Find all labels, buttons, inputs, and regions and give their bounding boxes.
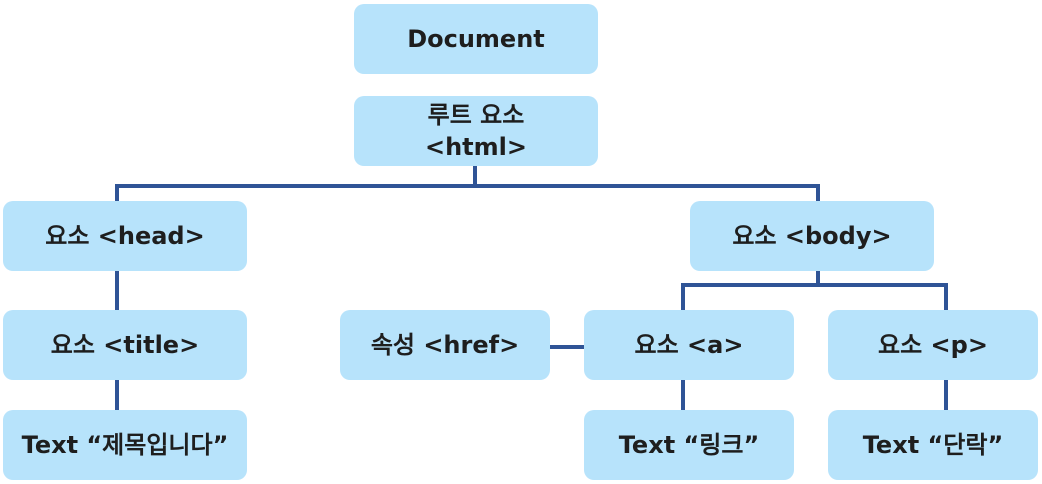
node-a-label: 요소 <a> [634,331,744,359]
node-text-paragraph: Text “단락” [828,410,1038,480]
node-href-label: 속성 <href> [370,331,520,359]
node-p-label: 요소 <p> [878,331,988,359]
node-text-link: Text “링크” [584,410,794,480]
node-document-label: Document [407,25,545,53]
node-root-line2: <html> [424,133,527,161]
connector-body-children [681,283,948,310]
node-head-label: 요소 <head> [45,222,205,250]
node-body-label: 요소 <body> [732,222,892,250]
node-p: 요소 <p> [828,310,1038,380]
node-root-html: 루트 요소 <html> [354,96,598,166]
node-head: 요소 <head> [3,201,247,271]
node-document: Document [354,4,598,74]
node-title-label: 요소 <title> [50,331,200,359]
node-title: 요소 <title> [3,310,247,380]
node-root-line1: 루트 요소 [427,101,525,129]
node-text-link-label: Text “링크” [618,431,760,459]
node-a: 요소 <a> [584,310,794,380]
connector-html-children [115,184,820,201]
node-body: 요소 <body> [690,201,934,271]
node-attribute-href: 속성 <href> [340,310,550,380]
node-text-title: Text “제목입니다” [3,410,247,480]
node-text-title-label: Text “제목입니다” [21,431,229,459]
node-text-paragraph-label: Text “단락” [862,431,1004,459]
